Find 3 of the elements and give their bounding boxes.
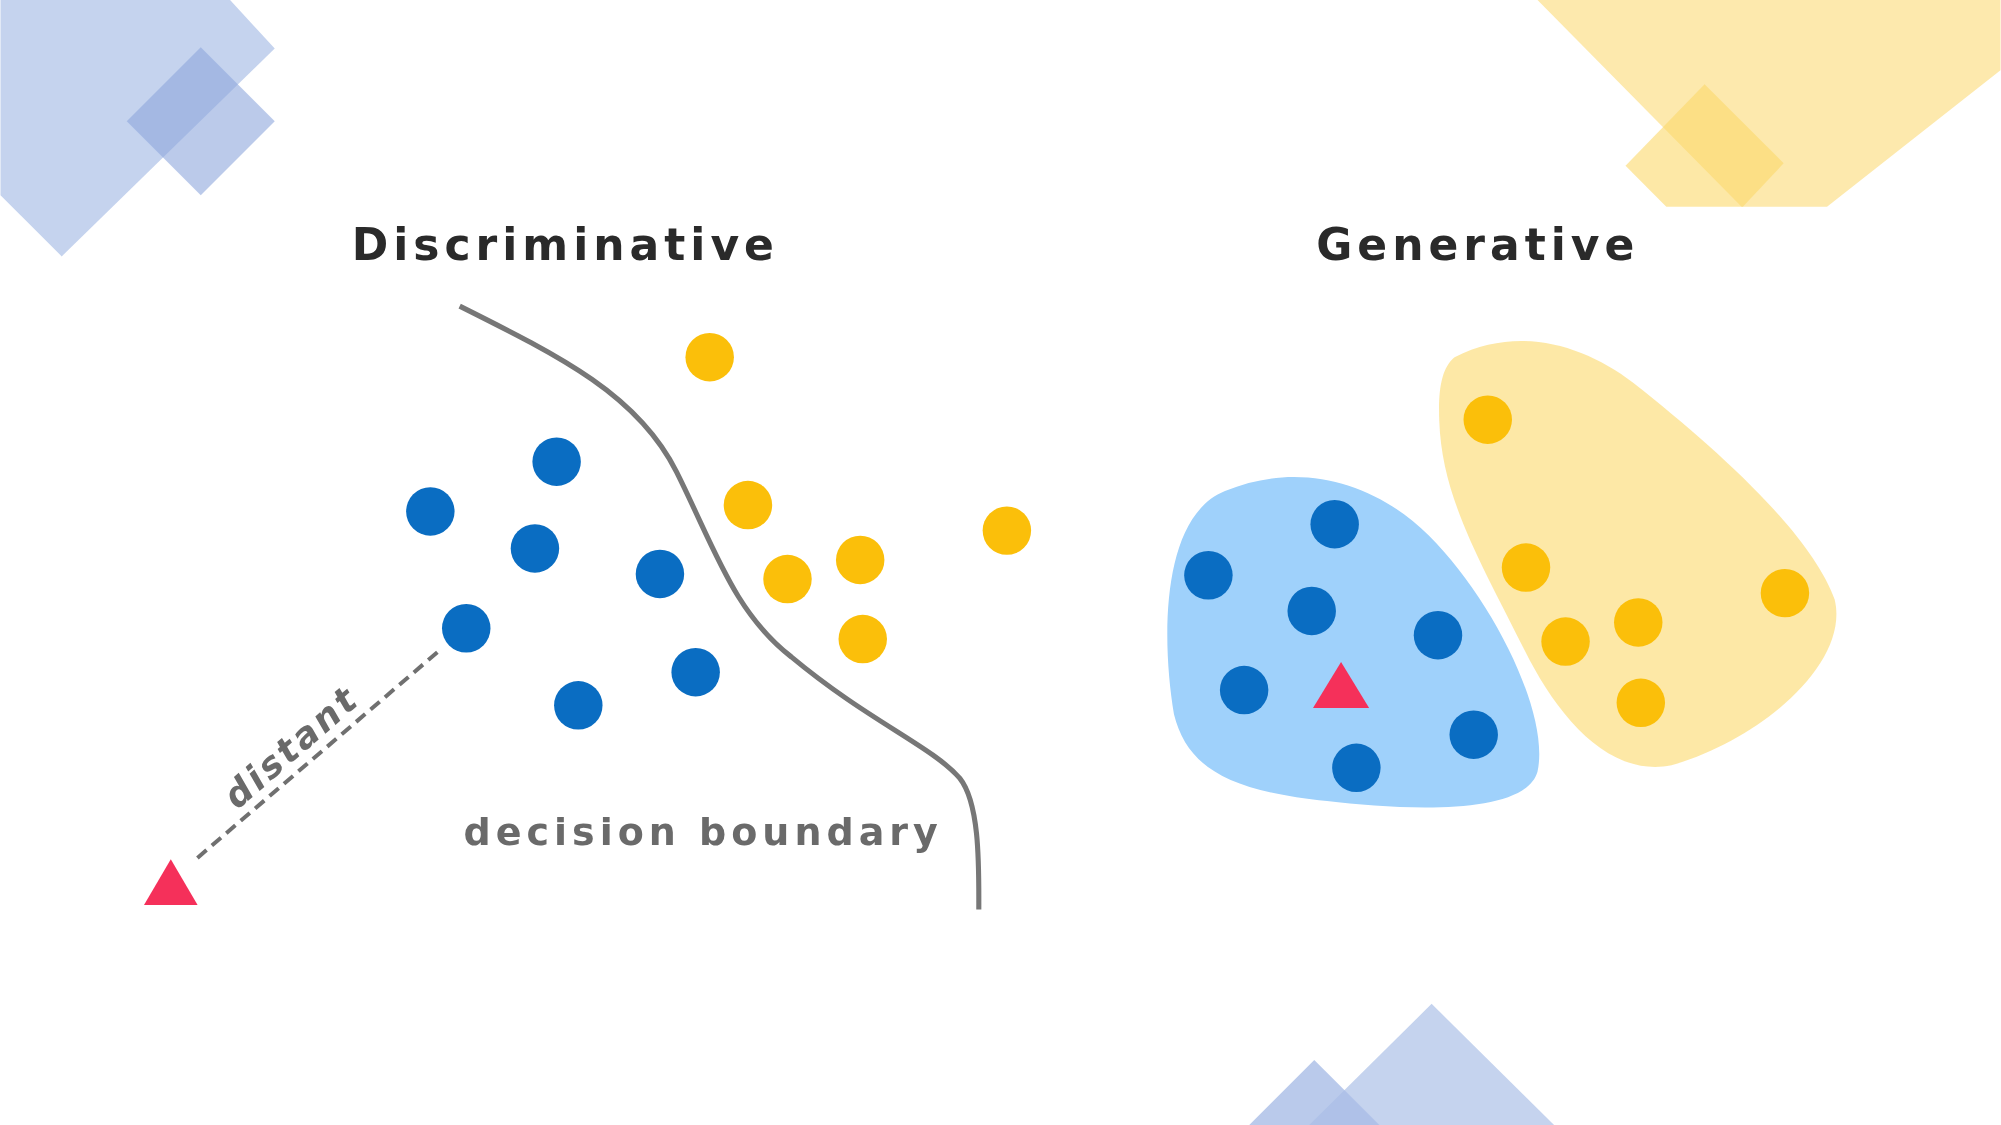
section-heading: Discriminative (351, 218, 779, 270)
section-heading: Generative (1316, 218, 1640, 270)
curve-label: decision boundary (463, 810, 943, 855)
